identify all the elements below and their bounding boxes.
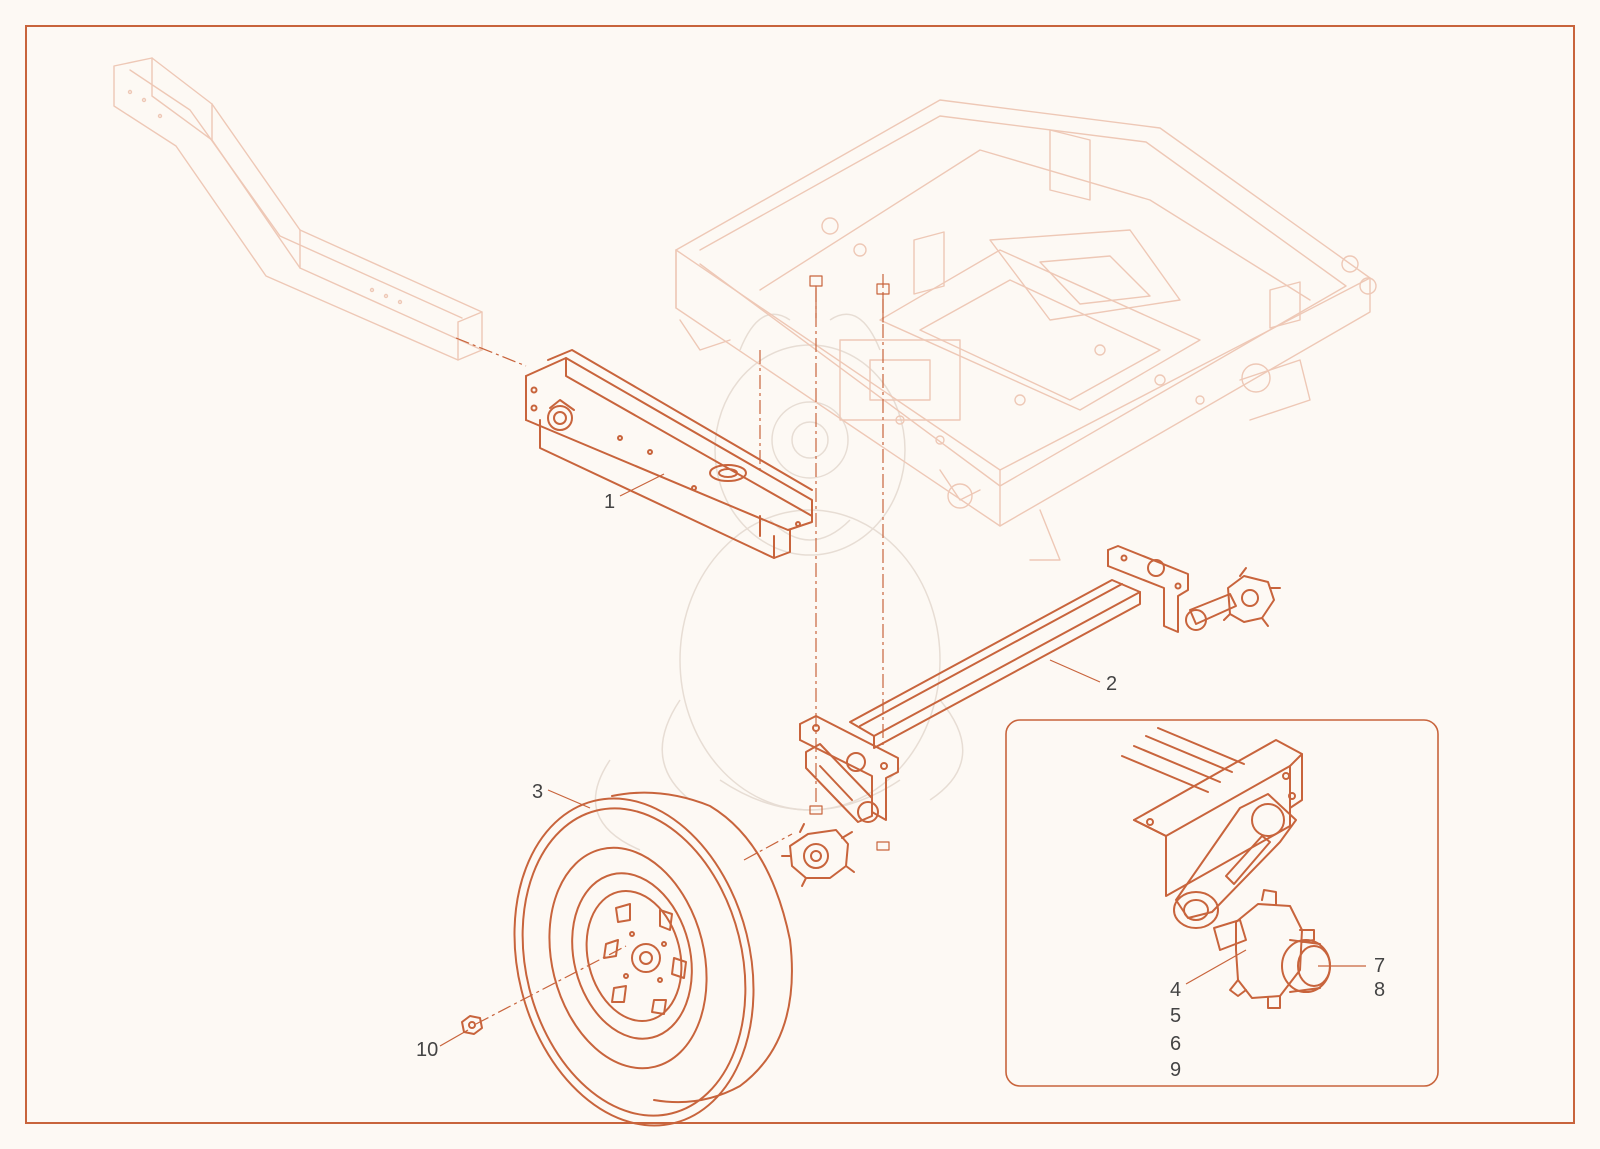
chassis-frame-ghost: [675, 99, 1377, 561]
part-1-hitch-bracket: [525, 349, 813, 559]
diagram-border: [25, 25, 1575, 1124]
callout-10: 10: [416, 1039, 439, 1061]
callout-8: 8: [1374, 979, 1386, 1001]
callout-5: 5: [1170, 1005, 1182, 1027]
mounting-bolts: [809, 275, 890, 851]
part-3-wheel-tire: [513, 791, 793, 1127]
detail-inset-frame: [1005, 719, 1439, 1087]
callout-3: 3: [532, 781, 544, 803]
assembly-guide-lines: [455, 274, 884, 1025]
callout-9: 9: [1170, 1059, 1182, 1081]
detail-inset-drawing: [1121, 727, 1331, 1009]
tongue-frame-ghost: [113, 57, 483, 361]
callout-1: 1: [604, 491, 616, 513]
callout-7: 7: [1374, 955, 1386, 977]
callout-2: 2: [1106, 673, 1118, 695]
callout-6: 6: [1170, 1033, 1182, 1055]
callout-4: 4: [1170, 979, 1182, 1001]
callout-leaders: [439, 473, 1366, 1047]
part-2-axle-assembly: [781, 545, 1281, 887]
watermark-mascot: [594, 313, 964, 851]
